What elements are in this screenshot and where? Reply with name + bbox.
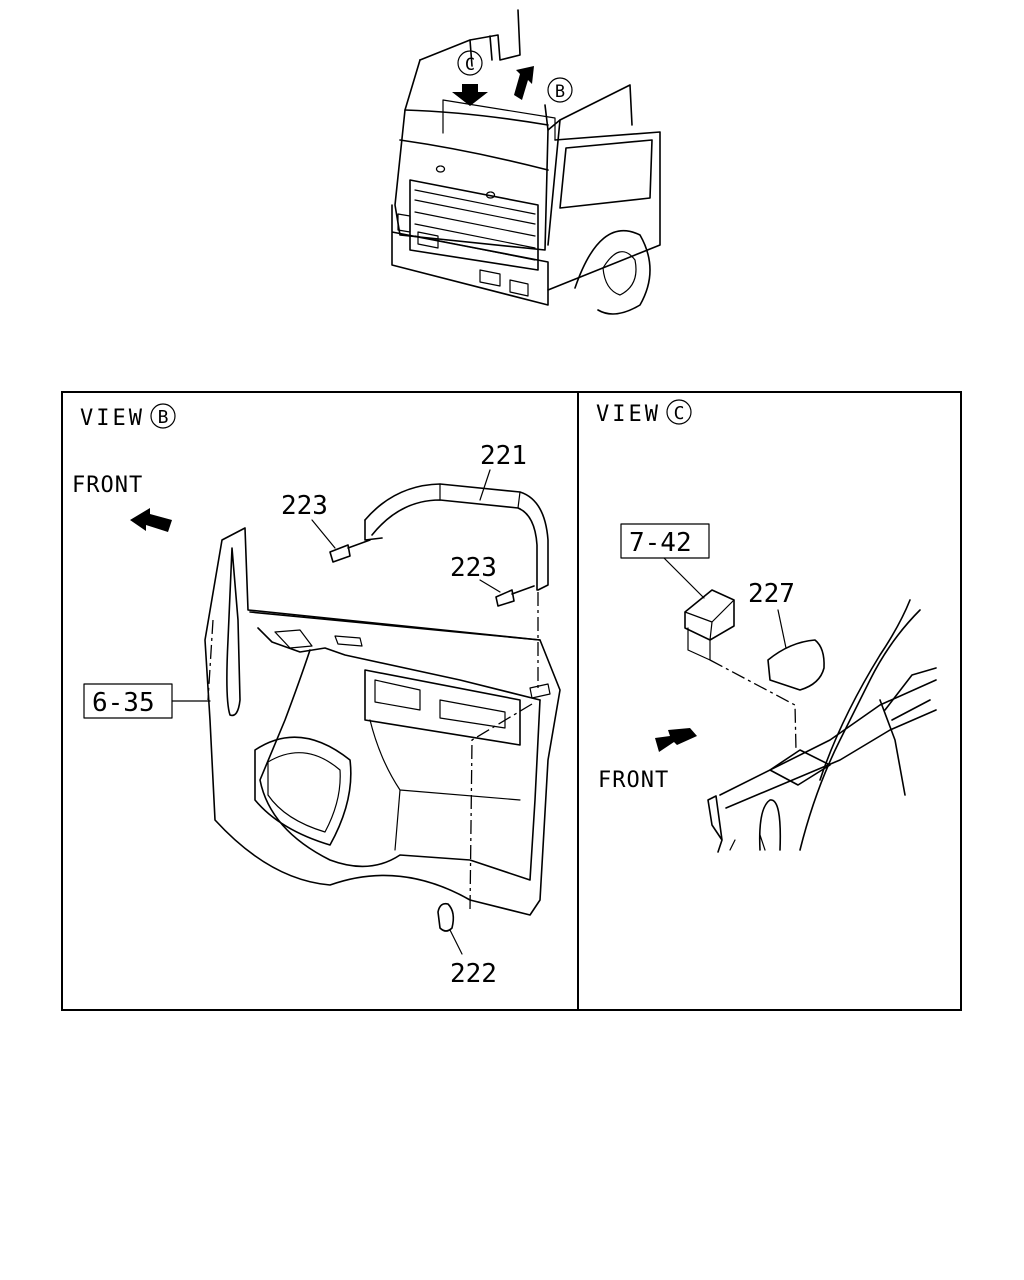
truck-overview: C B <box>391 9 661 315</box>
view-b-letter: B <box>158 407 169 428</box>
view-c-prefix: VIEW <box>596 402 661 427</box>
ref-742-label: 7-42 <box>629 528 692 558</box>
arrow-b-icon <box>514 66 534 100</box>
detail-frame <box>61 391 962 1011</box>
view-c-panel: VIEW C 7-42 227 FRONT <box>596 399 937 853</box>
arrow-c-icon <box>452 84 488 106</box>
front-label-b: FRONT <box>72 473 143 498</box>
ref-742-box <box>620 523 710 559</box>
view-b-prefix: VIEW <box>80 406 145 431</box>
front-label-c: FRONT <box>598 768 669 793</box>
part-223b-label: 223 <box>450 553 497 583</box>
overview-marker-c: C <box>465 55 475 75</box>
overview-marker-b: B <box>555 82 565 102</box>
part-222-label: 222 <box>450 959 497 989</box>
front-arrow-c-icon <box>655 728 697 752</box>
view-b-panel: VIEW B FRONT 221 223 223 <box>72 403 561 989</box>
front-arrow-b-icon <box>130 508 172 532</box>
ref-635-label: 6-35 <box>92 688 155 718</box>
view-c-letter: C <box>674 403 685 424</box>
part-227-label: 227 <box>748 579 795 609</box>
part-221-label: 221 <box>480 441 527 471</box>
part-223a-label: 223 <box>281 491 328 521</box>
